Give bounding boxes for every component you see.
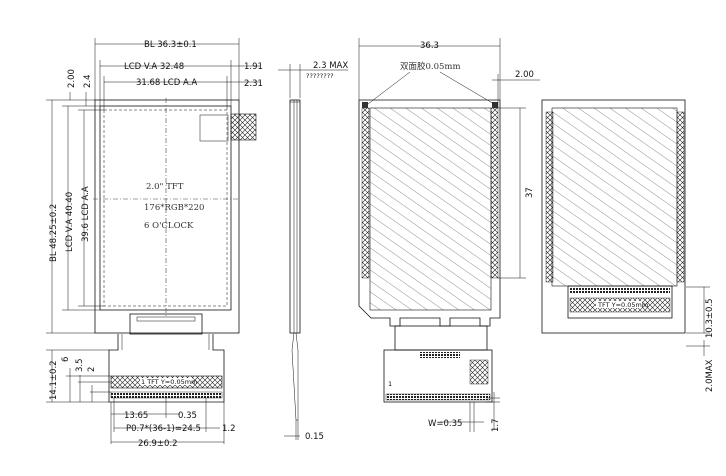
glass-ledge (129, 313, 203, 335)
folded-fpc (567, 285, 673, 319)
view-area-outline (99, 105, 232, 311)
label-resolution: 176*RGB*220 (144, 203, 204, 213)
dim-top-gap-aa: 2.4 (83, 74, 93, 88)
side-profile (289, 99, 301, 334)
dim-thickness: 2.3 MAX (313, 61, 348, 71)
dim-fpc-width: 26.9±0.2 (138, 439, 178, 449)
back-panel (369, 107, 492, 311)
dim-folded-max: 2.0MAX (705, 359, 715, 392)
dim-aa-height: 39.6 LCD A.A (81, 186, 91, 242)
dim-top-gap-va: 2.00 (67, 69, 77, 88)
svg-text:TFT Y=0.05mm: TFT Y=0.05mm (597, 301, 648, 309)
dim-edge: 2.00 (515, 70, 534, 80)
dim-pin-offset: 1.2 (222, 424, 236, 434)
dim-pin-off: 1.7 (491, 418, 501, 432)
dim-pin-span: P0.7*(36-1)=24.5 (126, 424, 201, 434)
folded-view: TFT Y=0.05mm 10.3±0.5 2.0MAX (541, 99, 715, 392)
back-pin-one: 1 (388, 380, 392, 388)
dim-va-width: LCD V.A 32.48 (124, 62, 184, 72)
svg-text:1 TFT Y=0.05mm: 1 TFT Y=0.05mm (141, 378, 197, 386)
dim-bl-width: BL 36.3±0.1 (144, 40, 197, 50)
back-pins (385, 393, 491, 401)
fpc-tail (108, 334, 225, 403)
dim-bottom: 0.15 (305, 432, 324, 442)
fpc-pins (110, 391, 223, 399)
dim-fpc-total: 14.1±0.2 (49, 360, 59, 400)
dim-pin-width: 0.35 (178, 411, 197, 421)
folded-panel (551, 107, 678, 287)
connector-pad (199, 114, 229, 142)
side-note: ???????? (306, 72, 334, 80)
tape-left (361, 107, 370, 279)
label-size: 2.0" TFT (146, 182, 184, 192)
side-view: 2.3 MAX ???????? 0.15 (278, 61, 348, 442)
folded-outline (541, 99, 686, 334)
dim-back-height: 37 (525, 187, 535, 198)
front-view: 2.0" TFT 176*RGB*220 6 O'CLOCK 1 TFT Y=0… (46, 38, 263, 449)
dim-pin-half: 13.65 (124, 411, 148, 421)
dim-fpc-2: 2 (87, 367, 97, 372)
label-viewing: 6 O'CLOCK (144, 221, 194, 231)
dim-va-height: LCD V.A 40.40 (65, 192, 75, 252)
dim-right-gap-va: 1.91 (244, 62, 263, 72)
active-area-outline (103, 109, 228, 307)
dim-fpc-35: 3.5 (75, 358, 85, 372)
side-fpc (291, 332, 299, 421)
dim-back-width: 36.3 (420, 41, 439, 51)
side-connector (230, 113, 257, 141)
dim-pin-w: W=0.35 (428, 419, 462, 429)
dim-fpc-6: 6 (61, 357, 71, 362)
back-fpc (383, 349, 493, 403)
dim-right-gap-aa: 2.31 (244, 79, 263, 89)
backlight-outline (94, 99, 240, 334)
back-view: 36.3 双面胶0.05mm 2.00 37 1 W=0.35 1.7 (358, 38, 540, 432)
tape-note: 双面胶0.05mm (400, 61, 461, 72)
dim-bl-height: BL 48.25±0.2 (49, 204, 59, 262)
dim-aa-width: 31.68 LCD A.A (136, 78, 197, 88)
tape-right (490, 107, 499, 279)
dim-folded-height: 10.3±0.5 (705, 298, 715, 338)
back-fpc-neck (394, 325, 488, 351)
